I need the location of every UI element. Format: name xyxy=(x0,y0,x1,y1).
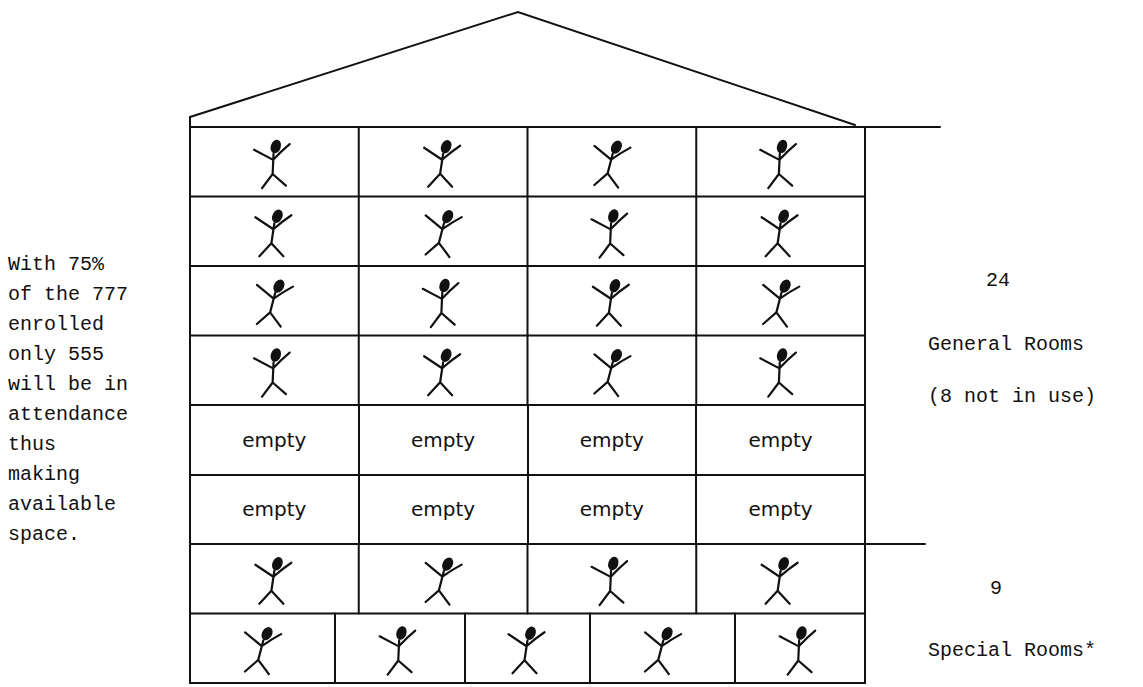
figure-body xyxy=(760,144,800,189)
empty-room: empty xyxy=(527,474,698,546)
figure-body xyxy=(422,561,462,606)
figure-body xyxy=(424,146,460,187)
stick-figure xyxy=(422,553,463,605)
stick-figure xyxy=(509,625,545,673)
room-divider xyxy=(527,544,529,614)
figure-body xyxy=(779,631,819,676)
figure-body xyxy=(254,353,294,398)
floor-line xyxy=(190,682,865,684)
figure-body xyxy=(760,353,800,398)
room-divider xyxy=(358,266,360,336)
figure-body xyxy=(759,283,799,328)
room-divider xyxy=(695,336,697,406)
stick-figure xyxy=(591,206,632,258)
stick-figure xyxy=(422,206,463,258)
room-label: empty xyxy=(749,497,813,521)
stick-figure xyxy=(590,345,631,397)
stick-figure xyxy=(593,277,629,325)
stick-figure xyxy=(759,345,800,397)
stick-figure xyxy=(424,347,460,395)
empty-room: empty xyxy=(189,474,360,546)
room-divider xyxy=(589,614,591,684)
empty-room: empty xyxy=(695,474,866,546)
figure-body xyxy=(593,285,629,326)
stick-figure xyxy=(253,275,294,327)
figure-body xyxy=(253,283,293,328)
section-note: (8 not in use) xyxy=(928,382,1096,412)
stick-figure xyxy=(253,345,294,397)
roof-line xyxy=(190,12,855,125)
stick-figure xyxy=(422,276,463,328)
figure-body xyxy=(255,215,291,256)
room-label: empty xyxy=(749,428,813,452)
figure-body xyxy=(241,630,281,675)
room-count: 24 xyxy=(986,266,1010,296)
room-divider xyxy=(358,197,360,267)
stick-figure xyxy=(253,137,294,189)
room-divider xyxy=(358,127,360,197)
figure-body xyxy=(424,354,460,395)
stick-figure xyxy=(241,623,282,675)
room-divider xyxy=(734,614,736,684)
empty-room: empty xyxy=(695,404,866,476)
room-label: empty xyxy=(411,497,475,521)
side-note: With 75% of the 777 enrolled only 555 wi… xyxy=(8,250,136,550)
empty-room: empty xyxy=(358,404,529,476)
figure-body xyxy=(590,352,630,397)
roof-base-line xyxy=(190,126,940,128)
room-label: empty xyxy=(411,428,475,452)
figure-body xyxy=(762,563,798,604)
figure-body xyxy=(641,630,681,675)
room-divider xyxy=(527,197,529,267)
figure-body xyxy=(422,213,462,258)
figure-body xyxy=(379,631,419,676)
figure-body xyxy=(591,214,631,259)
empty-room: empty xyxy=(527,404,698,476)
empty-room: empty xyxy=(189,404,360,476)
stick-figure xyxy=(641,623,682,675)
room-divider xyxy=(358,544,360,614)
stick-figure xyxy=(591,554,632,606)
stick-figure xyxy=(255,555,291,603)
figure-body xyxy=(255,563,291,604)
stick-figure xyxy=(762,555,798,603)
room-divider xyxy=(527,336,529,406)
room-divider xyxy=(527,127,529,197)
stick-figure xyxy=(759,137,800,189)
figure-body xyxy=(509,632,545,673)
room-divider xyxy=(695,197,697,267)
figure-body xyxy=(762,215,798,256)
room-label: empty xyxy=(242,497,306,521)
figure-body xyxy=(591,561,631,606)
stick-figure xyxy=(779,623,820,675)
room-divider xyxy=(358,336,360,406)
room-divider xyxy=(695,266,697,336)
stick-figure xyxy=(762,208,798,256)
figure-body xyxy=(423,283,463,328)
room-count: 9 xyxy=(990,574,1002,604)
room-divider xyxy=(695,544,697,614)
room-label: empty xyxy=(580,497,644,521)
stick-figure xyxy=(379,623,420,675)
room-label: empty xyxy=(580,428,644,452)
room-divider xyxy=(695,127,697,197)
stick-figure xyxy=(590,136,631,188)
stick-figure xyxy=(424,138,460,186)
stick-figure xyxy=(759,275,800,327)
figure-body xyxy=(590,144,630,189)
section-title: General Rooms xyxy=(928,330,1084,360)
room-divider xyxy=(527,266,529,336)
empty-room: empty xyxy=(358,474,529,546)
section-divider xyxy=(865,543,925,545)
left-wall xyxy=(189,117,191,683)
room-label: empty xyxy=(242,428,306,452)
room-divider xyxy=(464,614,466,684)
section-title: Special Rooms* xyxy=(928,636,1096,666)
figure-body xyxy=(254,144,294,189)
room-divider xyxy=(334,614,336,684)
stick-figure xyxy=(255,208,291,256)
